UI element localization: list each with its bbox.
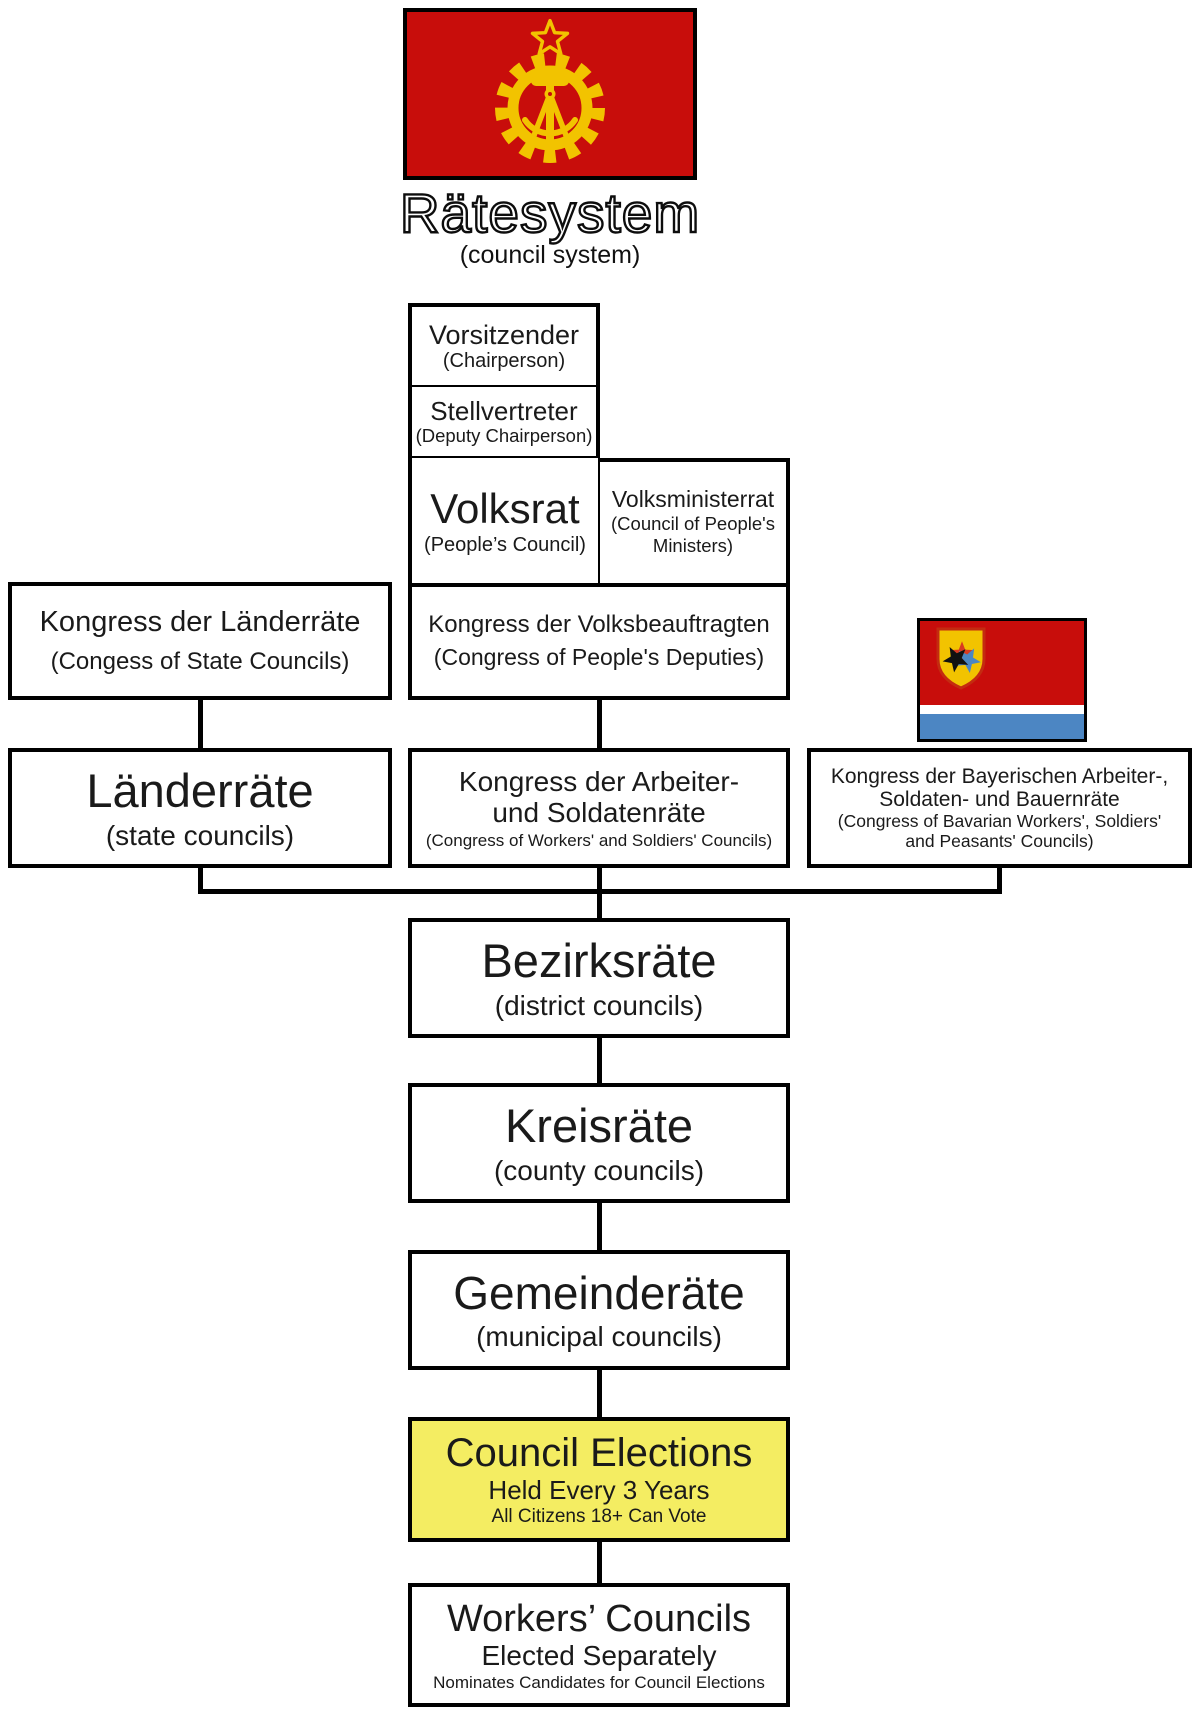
node-workers-councils: Workers’ Councils Elected Separately Nom…	[408, 1583, 790, 1707]
connector-stub-left	[197, 866, 203, 894]
page-title: Rätesystem	[399, 181, 701, 245]
node-label-de: Kongress der Volksbeauftragten	[428, 611, 770, 639]
connector-gemeinde-elections	[596, 1370, 602, 1417]
node-label-de: und Soldatenräte	[492, 796, 706, 828]
connector-volksbeauftragten-arbeiter	[596, 700, 602, 748]
connector-bezirk-kreis	[596, 1038, 602, 1083]
node-kongress-arbeiter-soldatenraete: Kongress der Arbeiter- und Soldatenräte …	[408, 748, 790, 868]
node-council-elections: Council Elections Held Every 3 Years All…	[408, 1417, 790, 1542]
council-republic-flag	[403, 8, 697, 180]
node-label-en: (Deputy Chairperson)	[415, 424, 593, 446]
node-label-en: (Congress of Bavarian Workers', Soldiers…	[837, 810, 1162, 831]
node-label-en: Ministers)	[652, 535, 734, 557]
node-label-de: Kongress der Länderräte	[39, 606, 361, 639]
page-subtitle: (council system)	[459, 241, 641, 269]
node-label-en: (People’s Council)	[424, 533, 586, 556]
node-bezirksraete: Bezirksräte (district councils)	[408, 918, 790, 1038]
bavarian-council-flag-icon	[920, 621, 1084, 739]
node-label-en: (Congress of People's Deputies)	[433, 644, 765, 671]
node-label-en: (state councils)	[105, 819, 295, 851]
node-label-title: Workers’ Councils	[446, 1597, 752, 1640]
connector-to-bezirksraete	[596, 889, 602, 920]
node-label-line: Elected Separately	[481, 1640, 717, 1672]
node-label-de: Bezirksräte	[481, 934, 717, 987]
node-kongress-volksbeauftragten: Kongress der Volksbeauftragten (Congress…	[408, 583, 790, 700]
node-label-de: Volksministerrat	[611, 486, 775, 513]
node-label-de: Soldaten- und Bauernräte	[879, 788, 1120, 812]
node-kongress-laenderraete: Kongress der Länderräte (Congess of Stat…	[8, 582, 392, 700]
node-label-en: (Congess of State Councils)	[50, 647, 350, 675]
node-label-en: (Council of People's	[611, 513, 775, 535]
node-kongress-bayerisch: Kongress der Bayerischen Arbeiter-, Sold…	[807, 748, 1192, 868]
node-kreisraete: Kreisräte (county councils)	[408, 1083, 790, 1203]
node-label-de: Volksrat	[430, 484, 580, 532]
node-label-en: (Chairperson)	[442, 349, 566, 372]
node-label-title: Council Elections	[445, 1431, 753, 1476]
node-label-de: Stellvertreter	[430, 395, 578, 426]
connector-laenderraete	[197, 700, 203, 748]
node-label-en: and Peasants' Councils)	[905, 830, 1094, 851]
node-volksministerrat: Volksministerrat (Council of People's Mi…	[600, 458, 790, 583]
node-label-line: All Citizens 18+ Can Vote	[491, 1506, 707, 1528]
node-label-en: (Congress of Workers' and Soldiers' Coun…	[425, 831, 773, 851]
connector-stub-right	[997, 866, 1002, 894]
node-label-line: Held Every 3 Years	[488, 1475, 710, 1506]
connector-kreis-gemeinde	[596, 1203, 602, 1250]
node-label-de: Länderräte	[86, 764, 314, 817]
connector-stub-middle	[596, 866, 602, 894]
node-label-en: (municipal councils)	[476, 1321, 722, 1353]
node-gemeinderaete: Gemeinderäte (municipal councils)	[408, 1250, 790, 1370]
node-label-en: (county councils)	[493, 1154, 705, 1186]
node-label-en: (district councils)	[494, 989, 704, 1021]
node-stellvertreter: Stellvertreter (Deputy Chairperson)	[408, 387, 600, 458]
node-label-de: Kongress der Arbeiter-	[458, 765, 740, 797]
node-label-de: Gemeinderäte	[453, 1266, 745, 1319]
node-vorsitzender: Vorsitzender (Chairperson)	[408, 303, 600, 387]
node-label-de: Vorsitzender	[428, 319, 580, 350]
node-volksrat: Volksrat (People’s Council)	[408, 458, 600, 583]
node-label-de: Kongress der Bayerischen Arbeiter-,	[830, 764, 1169, 788]
node-label-line: Nominates Candidates for Council Electio…	[433, 1673, 765, 1693]
hammer-compass-cog-flag-icon	[495, 18, 605, 163]
bavarian-council-flag	[917, 618, 1087, 742]
connector-elections-workers	[596, 1542, 602, 1583]
node-label-de: Kreisräte	[504, 1099, 694, 1152]
node-laenderraete: Länderräte (state councils)	[8, 748, 392, 868]
